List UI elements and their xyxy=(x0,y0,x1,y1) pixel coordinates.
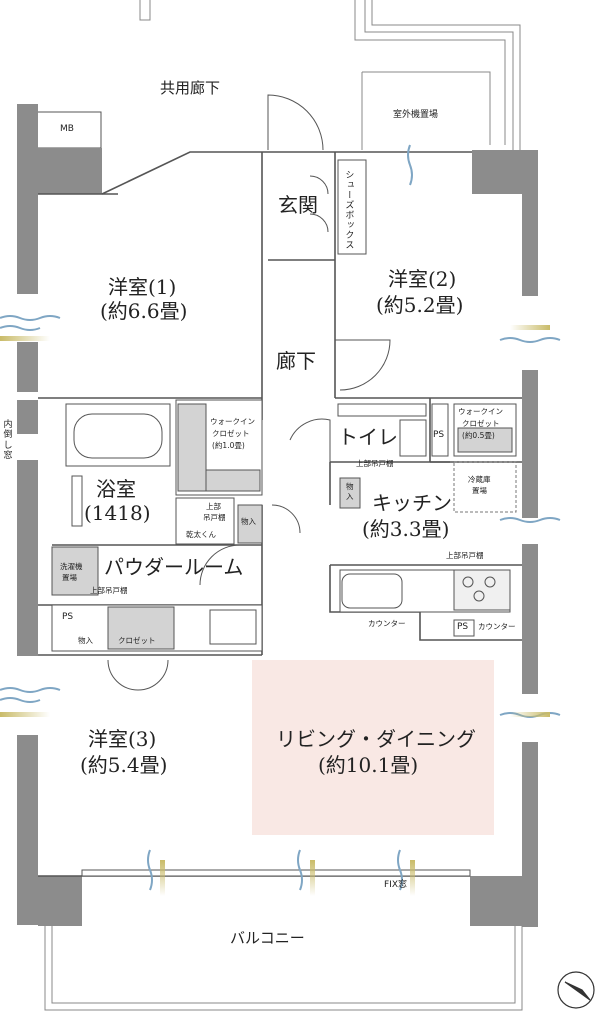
toilet-label: トイレ xyxy=(338,425,398,449)
shoe-box xyxy=(337,159,367,255)
dryer-upper-1: 上部 xyxy=(206,502,221,511)
living-name: リビング・ダイニング xyxy=(276,727,476,751)
powder-storage: 物入 xyxy=(241,517,256,526)
western1-name: 洋室(1) xyxy=(108,275,177,299)
western2-name: 洋室(2) xyxy=(388,267,457,291)
fix-window-label: FIX窓 xyxy=(384,880,407,890)
outdoor-unit-label: 室外機置場 xyxy=(393,110,439,120)
western1-size: (約6.6畳) xyxy=(100,299,188,323)
kitchen-counter-label: カウンター xyxy=(368,619,406,628)
corridor-label: 共用廊下 xyxy=(160,79,221,97)
wic1-line1: ウォークイン xyxy=(210,417,255,426)
wic1-line2: クロゼット xyxy=(212,429,250,438)
kitchen-counter xyxy=(339,569,511,637)
balcony-railing xyxy=(44,926,523,1011)
kitchen-upper-shelf: 上部吊戸棚 xyxy=(446,551,484,560)
fridge-area xyxy=(453,461,517,513)
corridor-lines xyxy=(139,0,521,150)
fridge-line1: 冷蔵庫 xyxy=(468,475,491,484)
bath-size: (1418) xyxy=(84,501,151,525)
fridge-line2: 置場 xyxy=(472,486,487,495)
wic2-line3: (約0.5畳) xyxy=(462,431,495,440)
kitchen-storage-2: 入 xyxy=(346,492,354,501)
shoe-box-label: シューズボックス xyxy=(343,170,354,250)
wic1-line3: (約1.0畳) xyxy=(212,441,245,450)
washer-area xyxy=(51,546,99,596)
powder-ps: PS xyxy=(62,612,74,622)
door-swings xyxy=(107,94,391,691)
wic1 xyxy=(175,399,263,496)
kitchen-name: キッチン xyxy=(372,491,452,515)
dryer-storage xyxy=(175,497,263,545)
kitchen-ps: PS xyxy=(457,622,469,632)
wic2-line1: ウォークイン xyxy=(458,407,503,416)
toilet-upper-shelf: 上部吊戸棚 xyxy=(356,459,394,468)
outer-walls xyxy=(17,104,538,927)
western2-size: (約5.2畳) xyxy=(376,293,464,317)
w3-closet: クロゼット xyxy=(118,636,156,645)
wic2-line2: クロゼット xyxy=(462,419,500,428)
w3-storage: 物入 xyxy=(78,636,93,645)
hallway-label: 廊下 xyxy=(276,349,316,373)
balcony-label: バルコニー xyxy=(230,929,305,947)
living-floor-tint xyxy=(252,660,494,835)
compass-icon xyxy=(557,971,595,1009)
toilet-ps: PS xyxy=(433,430,445,440)
bath-name: 浴室 xyxy=(96,477,136,501)
kitchen-storage xyxy=(339,477,361,509)
light-icons xyxy=(0,325,550,896)
washer-line2: 置場 xyxy=(62,573,77,582)
powder-upper-shelf: 上部吊戸棚 xyxy=(90,586,128,595)
bottom-windows xyxy=(81,869,471,877)
dryer-label: 乾太くん xyxy=(186,530,216,539)
washer-line1: 洗濯機 xyxy=(60,562,83,571)
living-size: (約10.1畳) xyxy=(318,753,419,777)
western3-name: 洋室(3) xyxy=(88,727,157,751)
bathtub xyxy=(65,403,171,527)
kitchen-storage-1: 物 xyxy=(346,482,354,491)
western3-size: (約5.4畳) xyxy=(80,753,168,777)
toilet-fixture xyxy=(337,403,449,457)
kitchen-counter-label-2: カウンター xyxy=(478,622,516,631)
kitchen-size: (約3.3畳) xyxy=(362,517,450,541)
interior-window-label: 内倒し窓 xyxy=(3,420,13,462)
powder-label: パウダールーム xyxy=(104,555,244,579)
dryer-upper-2: 吊戸棚 xyxy=(203,513,226,522)
vanity xyxy=(51,604,263,652)
mb-label: MB xyxy=(60,124,74,134)
entrance-label: 玄関 xyxy=(278,193,318,217)
